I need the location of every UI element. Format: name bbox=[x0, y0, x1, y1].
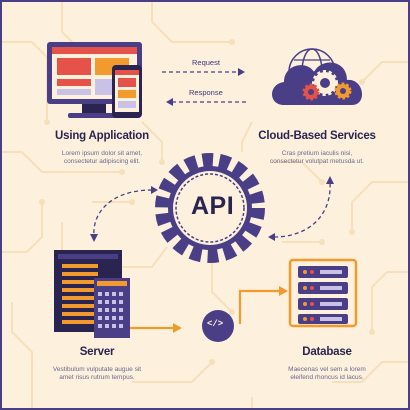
database-label: Database bbox=[302, 346, 352, 358]
app-api-arrowhead-right bbox=[151, 186, 158, 194]
cloud-api-link bbox=[273, 181, 331, 238]
cloud-desc-line1: Cras pretium iaculis nisi, bbox=[281, 150, 353, 157]
smartphone-icon bbox=[112, 65, 142, 118]
code-icon bbox=[202, 310, 234, 342]
response-label: Response bbox=[189, 88, 223, 97]
server-rack-icon bbox=[54, 250, 130, 338]
cloud-gears-icon bbox=[272, 48, 363, 105]
cloud-api-arrowhead-left bbox=[268, 233, 275, 241]
database-desc-line1: Maecenas vel sem a lorem bbox=[288, 366, 366, 373]
api-label: API bbox=[191, 192, 235, 220]
server-desc-line1: Vestibulum vulputate augue sit bbox=[52, 366, 142, 373]
connector-arrowhead-database bbox=[279, 286, 288, 296]
database-desc-line2: eleifend rhoncus id lacus. bbox=[290, 374, 364, 381]
app-label: Using Application bbox=[55, 130, 149, 142]
cloud-api-arrowhead-top bbox=[326, 176, 334, 184]
code-symbol: </> bbox=[207, 319, 224, 329]
server-label: Server bbox=[79, 346, 115, 358]
request-arrowhead bbox=[238, 68, 245, 76]
server-database-connector bbox=[130, 289, 280, 330]
app-desc-line2: consectetur adipiscing elit. bbox=[63, 158, 141, 165]
app-api-arrowhead-left bbox=[90, 234, 98, 242]
response-arrowhead bbox=[166, 98, 173, 106]
database-stack-icon bbox=[288, 258, 358, 328]
cloud-label: Cloud-Based Services bbox=[258, 130, 376, 142]
cloud-desc-line2: consectetur volutpat metusda ut. bbox=[270, 158, 364, 165]
app-api-link bbox=[93, 189, 153, 237]
app-desc-line1: Lorem ipsum dolor sit amet, bbox=[61, 150, 143, 157]
connector-arrowhead-server bbox=[173, 323, 182, 333]
request-label: Request bbox=[192, 58, 220, 67]
server-desc-line2: amet risus rutrum tempus. bbox=[59, 374, 135, 381]
api-gear-icon bbox=[155, 153, 265, 263]
